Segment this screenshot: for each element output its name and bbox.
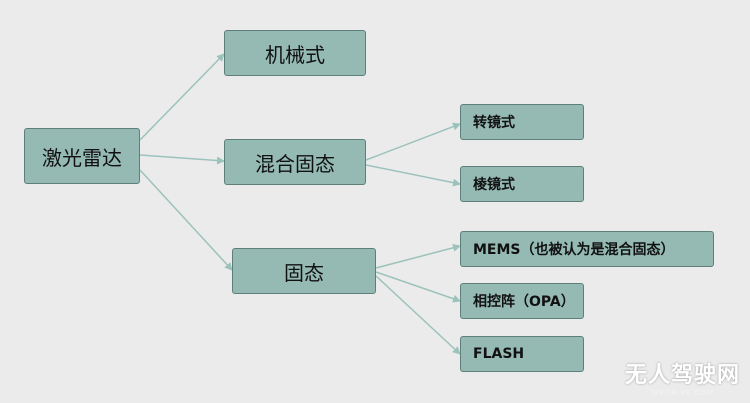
arrow-root-to-hybrid (139, 154, 225, 165)
node-label: 相控阵（OPA） (473, 294, 575, 310)
node-solid-state: 固态 (232, 248, 376, 294)
watermark-subtitle: WRDRIVE.COM (651, 389, 714, 397)
node-label: MEMS（也被认为是混合固态） (473, 242, 675, 258)
arrow-solid-to-opa (375, 271, 461, 303)
watermark-title: 无人驾驶网 (624, 363, 740, 388)
node-label: FLASH (473, 346, 525, 362)
node-hybrid-solid-state: 混合固态 (224, 139, 366, 185)
node-mems: MEMS（也被认为是混合固态） (460, 231, 714, 267)
node-prism: 棱镜式 (460, 166, 584, 202)
arrow-hybrid-to-prism (365, 164, 461, 187)
node-label: 混合固态 (255, 151, 335, 176)
node-lidar-root: 激光雷达 (24, 128, 140, 184)
watermark-logo: 无人驾驶网 WRDRIVE.COM (625, 357, 740, 397)
node-label: 转镜式 (473, 115, 515, 131)
arrow-solid-to-flash (375, 275, 461, 355)
node-label: 棱镜式 (473, 177, 515, 193)
node-label: 固态 (284, 260, 324, 285)
node-mechanical: 机械式 (224, 30, 366, 76)
node-rotating-mirror: 转镜式 (460, 104, 584, 140)
node-label: 激光雷达 (42, 145, 122, 170)
arrow-solid-to-mems (375, 243, 461, 269)
node-opa: 相控阵（OPA） (460, 283, 584, 319)
node-label: 机械式 (265, 42, 325, 67)
arrow-hybrid-to-rotating (365, 122, 461, 161)
arrow-root-to-mechanical (139, 53, 225, 141)
arrow-root-to-solid (139, 169, 233, 271)
node-flash: FLASH (460, 336, 584, 372)
